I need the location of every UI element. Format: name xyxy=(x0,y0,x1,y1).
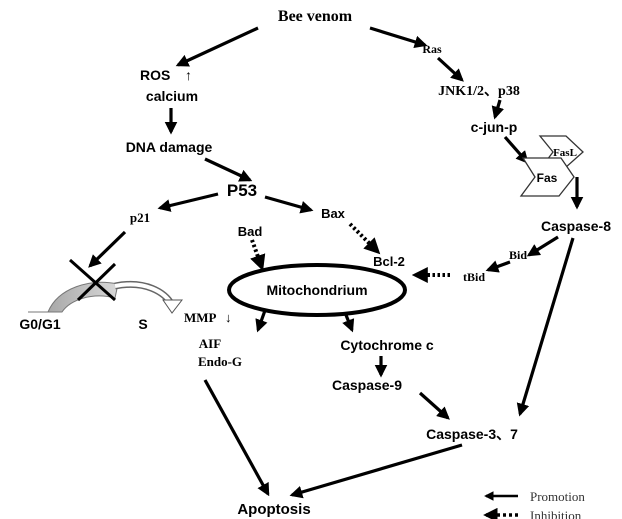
arrow-bid-to-tbid xyxy=(485,260,511,273)
legend-promotion-label: Promotion xyxy=(530,489,585,504)
label-tbid: tBid xyxy=(463,270,485,284)
label-mmp: MMP xyxy=(184,310,217,325)
arrow-p53-to-p21 xyxy=(157,192,219,212)
label-caspase-9: Caspase-9 xyxy=(332,377,402,393)
arrow-caspase37-to-apoptosis xyxy=(289,443,463,499)
label-ros: ROS xyxy=(140,67,170,83)
block-cross-line-1 xyxy=(69,258,116,302)
label-ras: Ras xyxy=(422,42,442,56)
label-fasl: FasL xyxy=(553,147,577,159)
label-fas: Fas xyxy=(537,171,558,185)
label-mmp-decrease-arrow: ↓ xyxy=(225,310,232,325)
label-bad: Bad xyxy=(238,224,263,239)
label-caspase-3-7: Caspase-3、7 xyxy=(426,426,518,442)
label-dna-damage: DNA damage xyxy=(126,139,213,155)
label-s-phase: S xyxy=(138,316,147,332)
label-apoptosis: Apoptosis xyxy=(237,501,310,518)
mitochondrium-outline xyxy=(227,263,407,317)
fas-receptor-shape xyxy=(519,135,584,197)
label-bee-venom: Bee venom xyxy=(278,8,353,25)
arrow-caspase8-to-caspase37 xyxy=(516,237,575,417)
label-jnk-p38: JNK1/2、p38 xyxy=(438,84,520,99)
label-bid: Bid xyxy=(509,248,527,262)
label-cytochrome-c: Cytochrome c xyxy=(340,337,434,353)
cell-cycle-arc-g0g1 xyxy=(28,281,119,313)
inhibit-bad-to-mito xyxy=(250,239,266,272)
label-caspase-8: Caspase-8 xyxy=(541,218,611,234)
label-g0-g1: G0/G1 xyxy=(19,316,60,332)
block-cross-line-2 xyxy=(76,262,117,302)
legend-inhibition-label: Inhibition xyxy=(530,508,582,519)
fas-shape xyxy=(519,157,575,197)
arrow-dna-to-p53 xyxy=(204,157,253,182)
label-p21: p21 xyxy=(130,210,150,225)
legend: Promotion Inhibition xyxy=(483,489,585,519)
inhibit-bax-to-bcl2 xyxy=(348,222,381,255)
label-bax: Bax xyxy=(321,206,346,221)
arrow-caspase8-to-bid xyxy=(526,235,559,257)
label-bcl-2: Bcl-2 xyxy=(373,254,405,269)
cell-cycle-arrest xyxy=(28,258,184,314)
arrow-p21-to-cellcycle xyxy=(88,230,127,268)
arrow-aif-to-apoptosis xyxy=(203,379,270,497)
label-p53: P53 xyxy=(227,181,257,200)
arrow-jnk-to-cjun xyxy=(491,99,505,120)
arrow-caspase9-to-caspase37 xyxy=(418,391,450,420)
cell-cycle-arrowhead xyxy=(162,299,184,314)
label-cjun-p: c-jun-p xyxy=(471,119,518,135)
arrow-beevenom-to-ras xyxy=(369,26,428,49)
label-endo-g: Endo-G xyxy=(198,354,242,369)
label-mitochondrium: Mitochondrium xyxy=(266,282,367,298)
arrow-p53-to-bax xyxy=(264,195,314,214)
label-ros-increase-arrow: ↑ xyxy=(185,67,192,83)
arrow-beevenom-to-ros xyxy=(175,26,259,67)
label-calcium: calcium xyxy=(146,88,198,104)
label-aif: AIF xyxy=(199,336,221,351)
arrow-ras-to-jnk xyxy=(436,56,464,82)
